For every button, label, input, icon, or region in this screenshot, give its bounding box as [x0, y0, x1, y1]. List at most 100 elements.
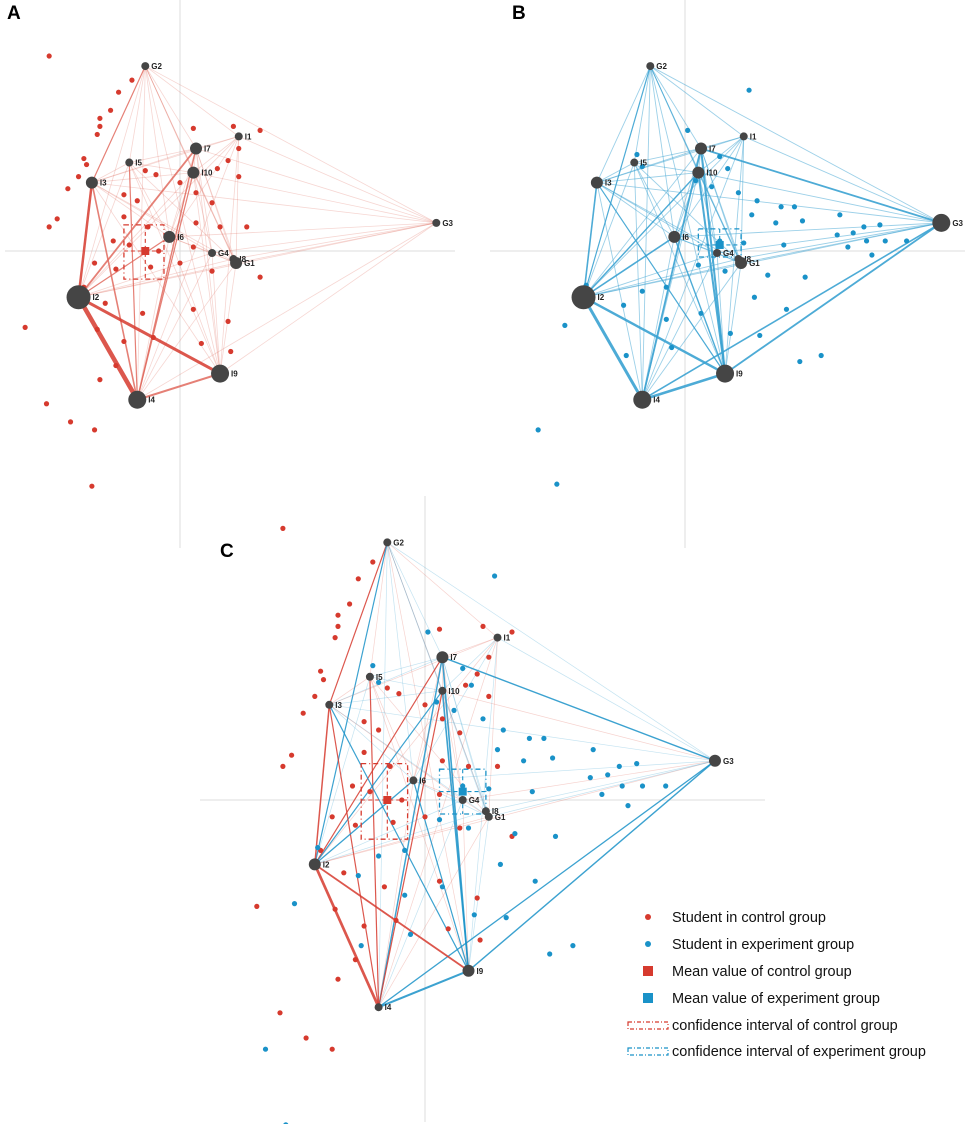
student-dot-experiment [625, 803, 631, 809]
student-dot-control [381, 884, 387, 890]
student-dot-experiment [818, 352, 824, 359]
node-i1 [234, 132, 243, 141]
node-g1 [230, 257, 243, 270]
edge-i1-i4 [641, 136, 745, 400]
student-dot-control [509, 629, 515, 635]
edge-i10-i3 [596, 172, 699, 184]
student-dot-experiment [492, 573, 498, 579]
student-dot-experiment [620, 302, 627, 308]
legend-dot-symbol [645, 914, 651, 920]
edge-g3-i2 [314, 760, 716, 865]
student-dot-control [436, 791, 443, 798]
edge-i7-i9 [195, 148, 221, 374]
student-dot-control [67, 419, 74, 425]
edge-g1-i4 [378, 816, 490, 1008]
edge-g2-i9 [649, 65, 726, 374]
edge-i10-i6 [168, 172, 194, 238]
student-dot-experiment [802, 274, 808, 280]
mean-marker-control [383, 796, 392, 804]
edge-g2-i1 [387, 542, 498, 638]
edge-g4-i4 [641, 252, 718, 400]
edge-i1-i6 [673, 136, 745, 238]
student-dot-experiment [791, 204, 798, 210]
student-dot-control [91, 427, 98, 433]
edge-i7-i3 [596, 148, 702, 184]
edge-i7-i6 [413, 657, 443, 781]
student-dot-control [153, 172, 159, 178]
edge-i1-g3 [238, 136, 437, 224]
student-dot-experiment [376, 679, 382, 686]
student-dot-experiment [722, 268, 728, 274]
student-dot-control [457, 730, 463, 736]
node-label-i2: I2 [323, 860, 330, 869]
edge-g4-i4 [136, 252, 213, 400]
student-dot-control [115, 89, 122, 95]
edge-i2-i9 [314, 863, 470, 972]
student-dot-control [384, 685, 390, 691]
student-dot-control [140, 310, 146, 316]
legend-item-control-student: Student in control group [645, 910, 826, 926]
student-dot-experiment [634, 151, 640, 158]
node-i2 [308, 858, 321, 871]
node-label-i8: I8 [744, 255, 751, 264]
student-dot-experiment [882, 238, 888, 244]
student-dot-control [320, 677, 327, 683]
edge-i5-i3 [91, 162, 130, 184]
student-dot-control [193, 220, 199, 226]
student-dot-control [347, 601, 353, 607]
edge-g2-i7 [386, 542, 443, 658]
node-label-i8: I8 [239, 255, 246, 264]
edge-i3-i2 [582, 182, 598, 298]
edge-i9-i4 [136, 372, 221, 401]
student-dot-experiment [315, 845, 321, 851]
edge-g2-i5 [633, 66, 651, 163]
edge-i10-i4 [136, 172, 194, 400]
node-g2 [646, 62, 655, 71]
edge-i7-i2 [77, 147, 197, 298]
student-dot-control [439, 716, 445, 722]
edge-i10-g3 [193, 172, 437, 224]
edge-i7-i3 [91, 148, 197, 184]
student-dot-experiment [512, 831, 518, 837]
edge-i6-g3 [674, 222, 942, 238]
student-dot-experiment [797, 358, 803, 365]
student-dot-control [126, 242, 132, 248]
edge-g1-i2 [78, 262, 237, 298]
student-dot-experiment [497, 861, 503, 868]
student-dot-control [280, 525, 286, 532]
edge-i6-i4 [136, 236, 170, 400]
student-dot-experiment [599, 791, 605, 798]
node-label-i1: I1 [245, 132, 252, 141]
student-dot-control [477, 937, 483, 943]
student-dot-control [361, 749, 367, 756]
student-dot-control [465, 763, 472, 770]
student-dot-experiment [468, 682, 474, 688]
edge-g1-i9 [724, 262, 742, 374]
edge-i5-g1 [369, 676, 490, 818]
edge-g2-i2 [78, 65, 146, 298]
student-dot-control [436, 878, 443, 884]
student-dot-control [102, 300, 108, 306]
edge-i10-i9 [697, 172, 727, 374]
edge-i10-i2 [583, 172, 699, 298]
student-dot-experiment [845, 244, 851, 250]
node-label-i5: I5 [640, 159, 647, 168]
node-i10 [438, 686, 447, 695]
legend-label: Mean value of experiment group [672, 991, 880, 1007]
legend-label: Student in control group [672, 910, 826, 926]
edge-g3-g4 [462, 760, 716, 801]
edge-i10-i2 [78, 172, 194, 298]
edge-i8-i2 [78, 258, 234, 298]
student-dot-control [335, 623, 341, 630]
edge-i3-i4 [596, 182, 643, 400]
edge-i7-i5 [369, 656, 443, 678]
node-g3 [709, 754, 721, 767]
node-i5 [630, 158, 639, 167]
student-dot-control [121, 214, 127, 220]
edge-g2-i7 [649, 65, 702, 149]
student-dot-experiment [355, 873, 361, 879]
student-dot-experiment [639, 163, 645, 170]
edge-i2-i4 [582, 296, 644, 401]
student-dot-experiment [709, 184, 715, 190]
edge-i5-i2 [314, 676, 371, 865]
